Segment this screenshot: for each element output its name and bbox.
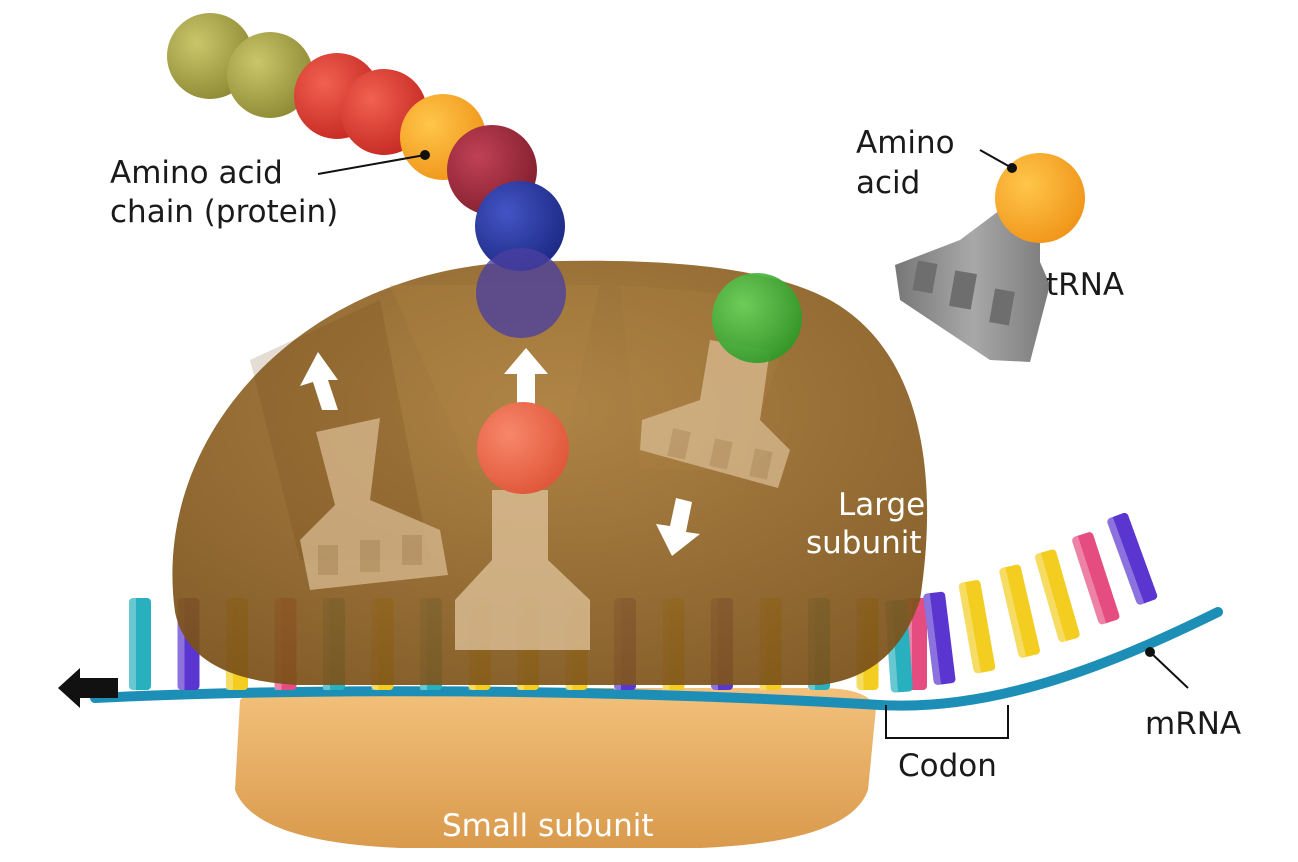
nucleotide-base (922, 591, 956, 686)
nucleotide-base (998, 564, 1040, 659)
amino-acid-leader-line (979, 149, 1013, 169)
mrna-direction-arrow-icon (58, 668, 118, 708)
amino-acid-label-line1: Amino (856, 125, 955, 161)
exiting-trna (300, 418, 448, 590)
exit-arrow-icon (300, 352, 338, 410)
trna-label: tRNA (1046, 267, 1124, 303)
amino-acid-chain (167, 13, 566, 338)
mrna-label: mRNA (1145, 706, 1241, 742)
incoming-amino-acid-green (712, 273, 802, 363)
p-site-trna (455, 490, 590, 650)
entering-trna (640, 340, 790, 488)
down-arrow-icon (656, 498, 700, 556)
small-subunit-label: Small subunit (442, 808, 654, 844)
codon-label: Codon (898, 748, 997, 784)
free-trna (895, 210, 1050, 362)
nucleotide-base (1034, 549, 1080, 644)
mrna-strand (58, 607, 1223, 711)
codon-bracket (885, 705, 1009, 739)
chain-leader-line (317, 154, 426, 175)
nucleotide-base (958, 580, 996, 674)
p-site-amino-acid (477, 402, 569, 494)
nucleotide-base (129, 598, 151, 690)
mrna-leader-line (1149, 651, 1189, 689)
amino-acid-label-line2: acid (856, 165, 920, 201)
free-amino-acid (995, 153, 1085, 243)
amino-acid-chain-label-line1: Amino acid (110, 155, 283, 191)
amino-acid-chain-label-line2: chain (protein) (110, 194, 338, 230)
large-subunit-label-line1: Large (838, 487, 925, 523)
nucleotide-base (1106, 512, 1158, 606)
up-arrow-icon (504, 348, 548, 405)
small-subunit (235, 688, 876, 848)
large-subunit-label-line2: subunit (806, 525, 922, 561)
nucleotide-base (1071, 532, 1120, 626)
